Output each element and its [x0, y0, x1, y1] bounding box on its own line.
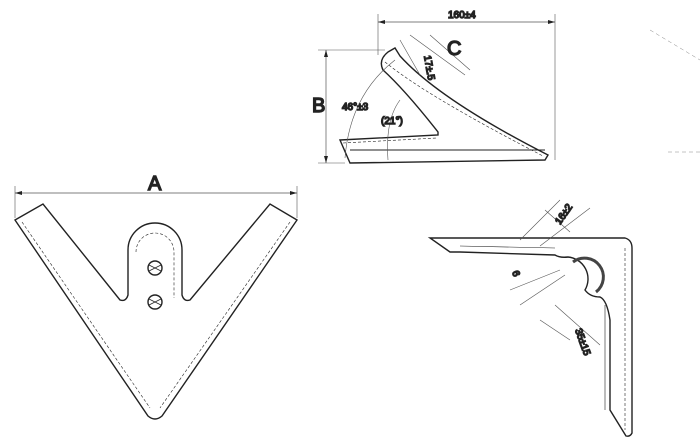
label-b: B [312, 95, 325, 117]
dim-angle: 46°±3 [342, 102, 369, 113]
dim-thickness-c: 17±.5 [421, 55, 436, 82]
label-a: A [148, 173, 162, 195]
front-view-sweep [13, 186, 299, 420]
dim-small: 6 [509, 269, 521, 278]
dim-width: 160±4 [448, 10, 476, 21]
label-c: C [447, 38, 461, 60]
side-view-sweep [318, 14, 556, 164]
dim-radius: 35±15 [572, 327, 592, 357]
stray-marks [649, 29, 700, 153]
dim-top: 16±2 [553, 202, 575, 227]
top-view-sweep [427, 199, 633, 437]
dim-angle-inner: (21°) [381, 116, 403, 127]
